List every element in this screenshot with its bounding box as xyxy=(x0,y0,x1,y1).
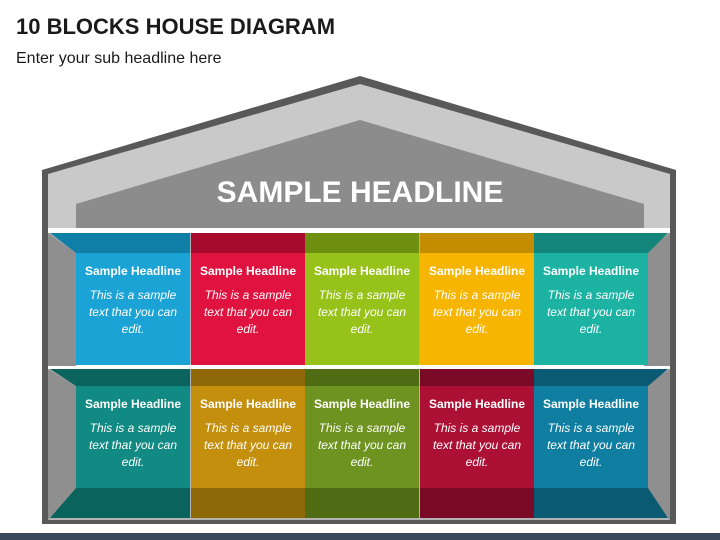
block-text: This is a sample text that you can edit. xyxy=(203,288,293,336)
block-floor-9 xyxy=(420,488,534,518)
block-ceiling-7 xyxy=(191,369,305,386)
wall-left-upper xyxy=(48,233,76,366)
block-heading: Sample Headline xyxy=(542,397,640,411)
block-heading: Sample Headline xyxy=(84,264,182,278)
block-text: This is a sample text that you can edit. xyxy=(432,421,522,469)
wall-right-lower xyxy=(644,369,670,520)
wall-left-lower xyxy=(48,369,76,520)
block-heading: Sample Headline xyxy=(313,264,411,278)
block-text: This is a sample text that you can edit. xyxy=(88,421,178,469)
block-ceiling-6 xyxy=(50,369,190,386)
block-text: This is a sample text that you can edit. xyxy=(546,421,636,469)
block-ceiling-8 xyxy=(305,369,419,386)
block-heading: Sample Headline xyxy=(199,397,297,411)
roof-inner-face xyxy=(76,120,644,232)
block-floor-10 xyxy=(534,488,668,518)
block-text: This is a sample text that you can edit. xyxy=(317,421,407,469)
block-ceiling-10 xyxy=(534,369,668,386)
page-subtitle: Enter your sub headline here xyxy=(16,50,222,67)
floor-separator-top xyxy=(48,228,670,233)
block-ceiling-1 xyxy=(50,233,190,253)
block-ceiling-2 xyxy=(191,233,305,253)
block-heading: Sample Headline xyxy=(428,397,526,411)
block-ceiling-3 xyxy=(305,233,419,253)
block-heading: Sample Headline xyxy=(542,264,640,278)
block-text: This is a sample text that you can edit. xyxy=(432,288,522,336)
block-heading: Sample Headline xyxy=(428,264,526,278)
wall-right-upper xyxy=(644,233,670,366)
block-shades xyxy=(50,233,668,518)
block-heading: Sample Headline xyxy=(84,397,182,411)
block-text: This is a sample text that you can edit. xyxy=(317,288,407,336)
block-floor-8 xyxy=(305,488,419,518)
block-text: This is a sample text that you can edit. xyxy=(88,288,178,336)
block-ceiling-9 xyxy=(420,369,534,386)
block-floor-6 xyxy=(50,488,190,518)
block-floor-7 xyxy=(191,488,305,518)
block-ceiling-4 xyxy=(420,233,534,253)
main-headline: SAMPLE HEADLINE xyxy=(216,176,504,209)
floor-separator-mid xyxy=(48,364,670,369)
block-heading: Sample Headline xyxy=(313,397,411,411)
bottom-bar xyxy=(0,533,720,540)
block-text: This is a sample text that you can edit. xyxy=(546,288,636,336)
block-heading: Sample Headline xyxy=(199,264,297,278)
block-text: This is a sample text that you can edit. xyxy=(203,421,293,469)
block-ceiling-5 xyxy=(534,233,668,253)
page-title: 10 BLOCKS HOUSE DIAGRAM xyxy=(16,14,336,39)
